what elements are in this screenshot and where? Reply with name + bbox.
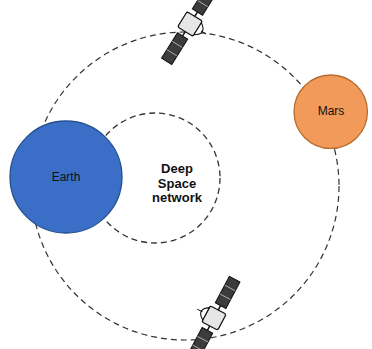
planet-circle-shape xyxy=(294,75,367,148)
text-holder: Mars xyxy=(298,105,364,119)
node-label: Mars xyxy=(298,105,364,119)
node-label: Deep Space network xyxy=(146,162,208,207)
satellite-icon xyxy=(159,0,229,71)
planet-circle: Earth xyxy=(9,120,123,234)
planet-circle: Mars xyxy=(293,74,368,149)
network-region-shape xyxy=(90,113,220,243)
planet-circle-shape xyxy=(10,121,122,233)
text-holder: Earth xyxy=(21,171,111,185)
text-holder: Deep Space network xyxy=(146,162,208,207)
satellite-icon xyxy=(177,270,243,349)
node-label: Earth xyxy=(21,171,111,185)
